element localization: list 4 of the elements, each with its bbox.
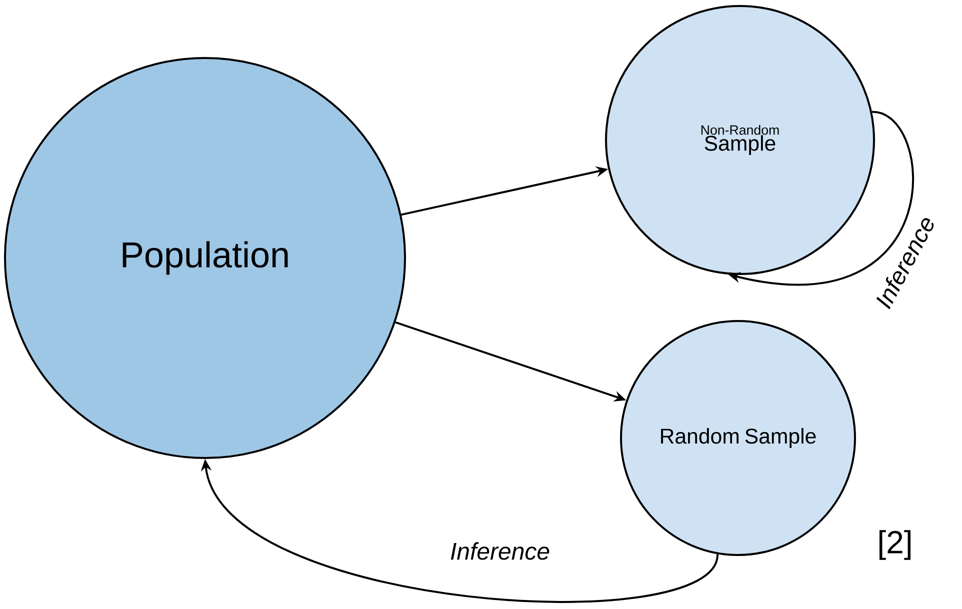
circle-node: Random Sample	[620, 320, 856, 556]
circle-node: Non-Random Sample	[605, 5, 875, 275]
circle-node: Population	[4, 57, 406, 459]
edge-label: Inference	[450, 542, 550, 560]
